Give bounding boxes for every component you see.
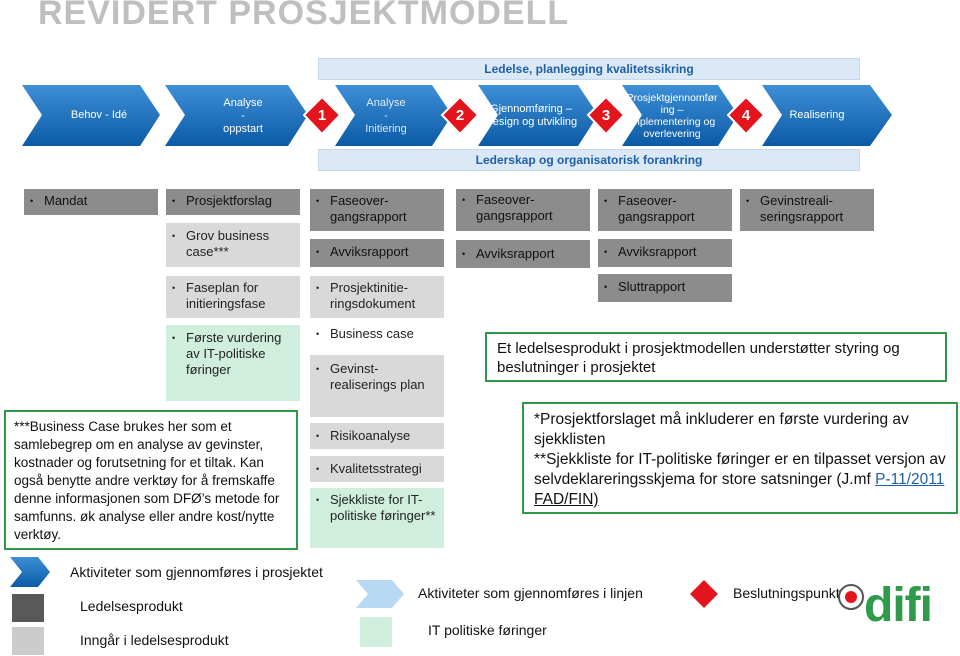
chevron-gjennomforing xyxy=(478,85,598,146)
ledelsesprodukt-note: Et ledelsesprodukt i prosjektmodellen un… xyxy=(485,332,947,382)
star-note-2: **Sjekkliste for IT-politiske føringer e… xyxy=(534,451,946,508)
box-faseovergangsrapport-3: •Faseover-gangsrapport xyxy=(598,189,732,231)
legend-aktiviteter-prosjekt: Aktiviteter som gjennomføres i prosjekte… xyxy=(70,564,323,580)
legend-beslutningspunkt: Beslutningspunkt xyxy=(733,585,840,601)
difi-logo-mark xyxy=(836,582,866,612)
box-business-case: •Business case xyxy=(310,322,444,348)
box-faseovergangsrapport-2: •Faseover-gangsrapport xyxy=(456,189,590,231)
decision-number-1: 1 xyxy=(317,107,327,124)
difi-logo-text: difi xyxy=(864,579,933,632)
difi-logo-icon xyxy=(838,584,864,610)
box-prosjektinitieringsdokument: •Prosjektinitie-ringsdokument xyxy=(310,276,444,318)
legend-dark-swatch xyxy=(12,594,44,622)
box-prosjektforslag: •Prosjektforslag xyxy=(166,189,300,215)
decision-diamond-4 xyxy=(726,95,766,136)
top-band: Ledelse, planlegging kvalitetssikring xyxy=(318,58,860,80)
legend-blue-chevron xyxy=(10,557,50,587)
box-avviksrapport-3: •Avviksrapport xyxy=(598,239,732,267)
box-risikoanalyse: •Risikoanalyse xyxy=(310,423,444,449)
legend-inngar: Inngår i ledelsesprodukt xyxy=(80,632,229,648)
reference-link[interactable]: P-11/2011 xyxy=(875,471,945,488)
decision-number-4: 4 xyxy=(741,107,751,124)
page-title: REVIDERT PROSJEKTMODELL xyxy=(38,0,570,32)
phase-label-gjennomforing: Gjennomføring –Design og utvikling xyxy=(484,102,578,128)
box-forste-vurdering: •Første vurdering av IT-politiske føring… xyxy=(166,325,300,401)
legend-aktiviteter-linjen: Aktiviteter som gjennomføres i linjen xyxy=(418,585,643,601)
box-sluttrapport: •Sluttrapport xyxy=(598,274,732,302)
box-faseplan: •Faseplan for initieringsfase xyxy=(166,276,300,318)
chevron-realisering xyxy=(762,85,892,146)
phase-label-analyse-initiering: Analyse-Initiering xyxy=(365,96,407,135)
star-note-1: *Prosjektforslaget må inkluderer en førs… xyxy=(534,411,909,448)
box-avviksrapport-1: •Avviksrapport xyxy=(310,239,444,267)
chevron-behov xyxy=(22,85,160,146)
decision-diamond-1 xyxy=(302,95,342,136)
box-grov-business-case: •Grov business case*** xyxy=(166,223,300,267)
phase-label-analyse-oppstart: Analyse-oppstart xyxy=(223,96,263,135)
chevron-analyse-oppstart xyxy=(165,85,308,146)
decision-number-3: 3 xyxy=(601,107,611,124)
bottom-band: Lederskap og organisatorisk forankring xyxy=(318,149,860,171)
star-notes: *Prosjektforslaget må inkluderer en førs… xyxy=(522,402,958,514)
box-faseovergangsrapport-1: •Faseover-gangsrapport xyxy=(310,189,444,231)
box-avviksrapport-2: •Avviksrapport xyxy=(456,240,590,268)
box-kvalitetsstrategi: •Kvalitetsstrategi xyxy=(310,456,444,482)
box-sjekkliste: •Sjekkliste for IT-politiske føringer** xyxy=(310,488,444,548)
legend-green-swatch xyxy=(360,617,392,647)
phase-label-realisering: Realisering xyxy=(789,109,845,121)
legend-lightblue-arrow xyxy=(356,580,404,608)
decision-number-2: 2 xyxy=(455,107,465,124)
box-gevinstrealiseringsplan: •Gevinst-realiserings plan xyxy=(310,355,444,417)
legend-red-diamond xyxy=(690,580,718,608)
decision-diamond-2 xyxy=(440,95,480,136)
chevron-prosjektgjennomforing xyxy=(622,85,738,146)
phase-label-behov: Behov - Idé xyxy=(70,109,128,121)
box-gevinstrealiseringsrapport: •Gevinstreali-seringsrapport xyxy=(740,189,874,231)
business-case-note: ***Business Case brukes her som et samle… xyxy=(4,410,298,550)
legend-it-foringer: IT politiske føringer xyxy=(428,622,547,638)
box-mandat: •Mandat xyxy=(24,189,158,215)
legend-light-swatch xyxy=(12,627,44,655)
legend-ledelsesprodukt: Ledelsesprodukt xyxy=(80,598,183,614)
decision-diamond-3 xyxy=(586,95,626,136)
chevron-analyse-initiering xyxy=(335,85,452,146)
